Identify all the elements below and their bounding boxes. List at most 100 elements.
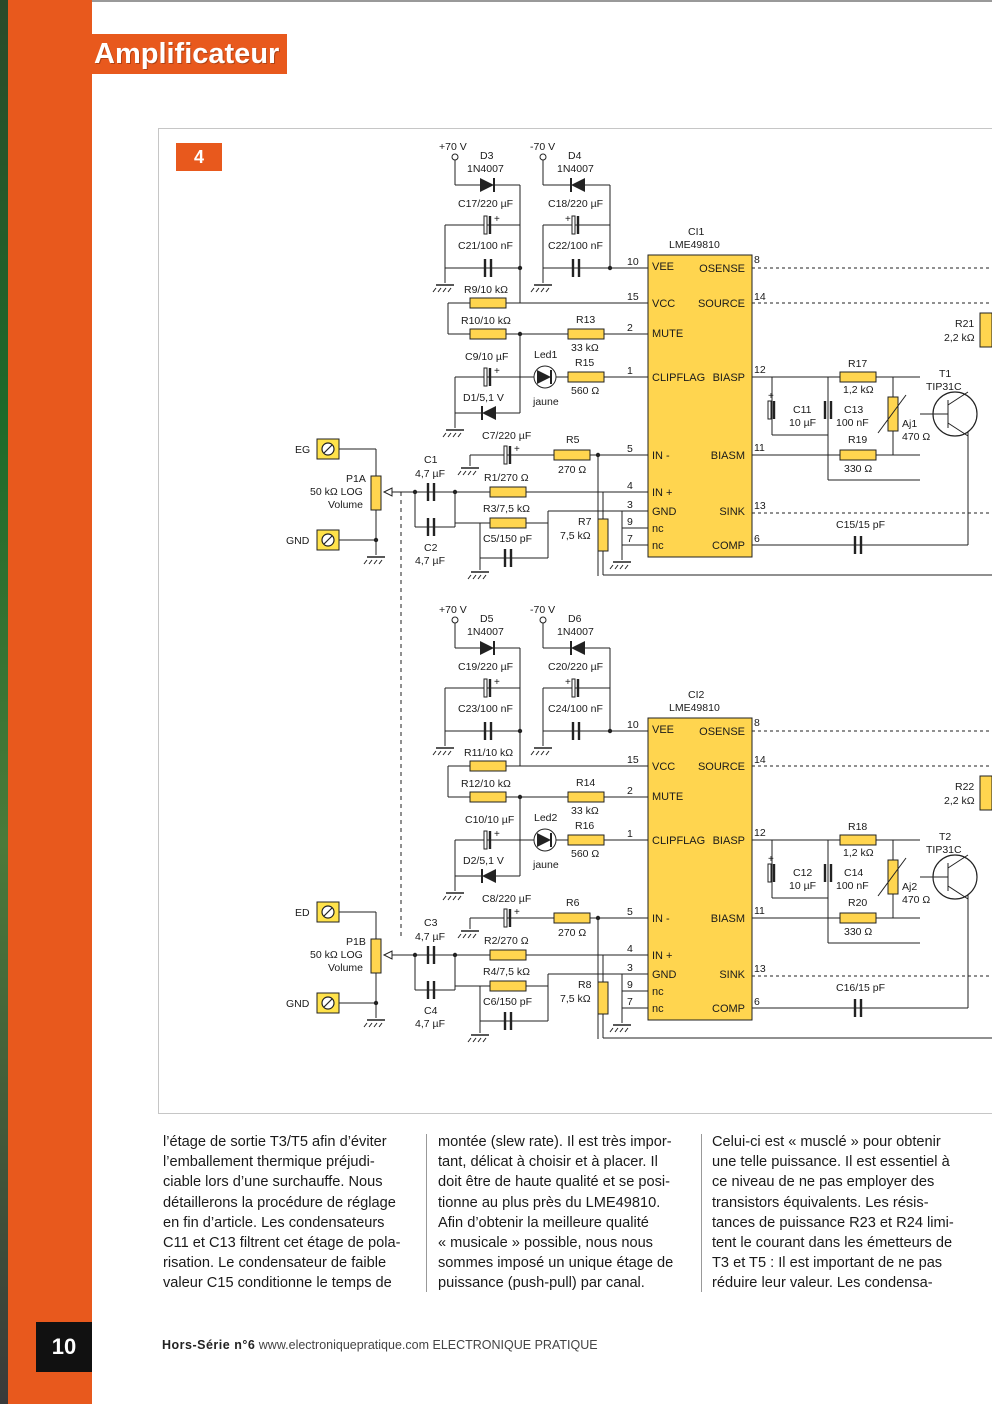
cap-value: 4,7 µF xyxy=(415,1018,445,1030)
zener-diode xyxy=(481,869,496,883)
pot-name: Volume xyxy=(328,962,363,974)
resistor-value: 33 kΩ xyxy=(571,342,599,354)
trimmer xyxy=(887,396,899,432)
pin-number: 2 xyxy=(627,785,633,797)
pin-name: COMP xyxy=(712,540,745,552)
resistor-label: R9/10 kΩ xyxy=(464,284,508,296)
pin-number: 10 xyxy=(627,719,639,731)
pin-name: VCC xyxy=(652,298,675,310)
cap-plate xyxy=(483,830,488,850)
rectifier-diode xyxy=(480,178,495,192)
junction-dot xyxy=(373,1000,379,1006)
cap-label: C21/100 nF xyxy=(458,240,513,252)
pin-number: 4 xyxy=(627,480,633,492)
cap-label: C4 xyxy=(424,1005,438,1017)
pos-rail-label: +70 V xyxy=(439,604,467,616)
feedback-capacitor xyxy=(503,445,512,465)
text-column-2: montée (slew rate). Il est très impor- t… xyxy=(438,1132,690,1294)
resistor-label: R22 xyxy=(955,781,974,793)
pos-rail-label: +70 V xyxy=(439,141,467,153)
junction-dot xyxy=(607,265,613,271)
cap-label: C8/220 µF xyxy=(482,893,531,905)
cap-label: C7/220 µF xyxy=(482,430,531,442)
pin-name: IN - xyxy=(652,913,670,925)
rail-terminal xyxy=(451,153,459,161)
wire xyxy=(947,885,969,900)
pin-number: 1 xyxy=(627,828,633,840)
cap-label: C13 xyxy=(844,404,863,416)
cap-plate xyxy=(483,367,488,387)
led-diode xyxy=(537,370,552,384)
cap-value: 10 µF xyxy=(789,417,816,429)
resistor xyxy=(489,949,527,961)
volume-pot xyxy=(370,475,382,511)
resistor-value: 270 Ω xyxy=(558,464,586,476)
pin-number: 8 xyxy=(754,717,760,729)
column-divider xyxy=(426,1134,427,1292)
resistor xyxy=(469,791,507,803)
resistor-label: R2/270 Ω xyxy=(484,935,529,947)
cap-value: 100 nF xyxy=(836,417,869,429)
cap-label: C9/10 µF xyxy=(465,351,508,363)
ground-symbol xyxy=(363,1019,386,1028)
output-resistor xyxy=(979,312,992,348)
cap-value: 4,7 µF xyxy=(415,555,445,567)
diode-label: D6 xyxy=(568,613,582,625)
pin-number: 5 xyxy=(627,906,633,918)
resistor xyxy=(469,760,507,772)
ground-symbol xyxy=(363,556,386,565)
cap-label: C24/100 nF xyxy=(548,703,603,715)
resistor xyxy=(553,912,591,924)
text-line: détaillerons la procédure de réglage xyxy=(163,1194,396,1211)
input-terminal xyxy=(316,901,340,923)
polarity-mark: + xyxy=(514,444,520,455)
ground-symbol xyxy=(457,467,480,476)
text-line: l’emballement thermique préjudi- xyxy=(163,1154,375,1171)
resistor-label: R4/7,5 kΩ xyxy=(483,966,530,978)
pin-name: CLIPFLAG xyxy=(652,372,705,384)
led-color: jaune xyxy=(532,859,559,871)
cap-label: C22/100 nF xyxy=(548,240,603,252)
wire xyxy=(947,854,969,869)
pin-number: 11 xyxy=(754,442,765,454)
polarity-mark: + xyxy=(494,829,500,840)
mute-capacitor xyxy=(483,830,492,850)
ground-symbol xyxy=(432,747,455,756)
pin-number: 4 xyxy=(627,943,633,955)
diode-body xyxy=(480,178,494,192)
diode-part: 1N4007 xyxy=(467,163,504,175)
wire xyxy=(947,391,969,406)
text-line: ciable lors d’une surchauffe. Nous xyxy=(163,1174,383,1191)
cap-plate xyxy=(571,215,576,235)
ground-symbol xyxy=(442,892,465,901)
resistor-value: 560 Ω xyxy=(571,385,599,397)
pot-value: 50 kΩ LOG xyxy=(310,486,363,498)
pin-name: BIASP xyxy=(713,835,745,847)
rectifier-diode xyxy=(570,641,585,655)
resistor-value: 2,2 kΩ xyxy=(944,332,975,344)
text-line: doit être de haute qualité et se posi- xyxy=(438,1174,671,1191)
resistor-label: R6 xyxy=(566,897,580,909)
zener-diode xyxy=(481,406,496,420)
text-line: puissance (push-pull) par canal. xyxy=(438,1275,645,1292)
resistor-value: 270 Ω xyxy=(558,927,586,939)
pin-name: MUTE xyxy=(652,791,683,803)
ground-symbol xyxy=(530,747,553,756)
pin-number: 6 xyxy=(754,996,760,1008)
neg-rail-label: -70 V xyxy=(530,141,555,153)
input-terminal xyxy=(316,438,340,460)
polarity-mark: + xyxy=(494,366,500,377)
resistor-label: R14 xyxy=(576,777,595,789)
text-line: une telle puissance. Il est essentiel à xyxy=(712,1154,950,1171)
polarity-mark: + xyxy=(565,214,571,225)
resistor-value: 560 Ω xyxy=(571,848,599,860)
resistor-label: R16 xyxy=(575,820,594,832)
pin-number: 14 xyxy=(754,754,766,766)
text-column-3: Celui-ci est « musclé » pour obtenir une… xyxy=(712,1132,963,1294)
rectifier-diode xyxy=(480,641,495,655)
resistor-value: 330 Ω xyxy=(844,463,872,475)
resistor-label: R13 xyxy=(576,314,595,326)
input-label: ED xyxy=(295,907,310,919)
figure-number: 4 xyxy=(176,143,222,171)
diode-part: 1N4007 xyxy=(557,163,594,175)
